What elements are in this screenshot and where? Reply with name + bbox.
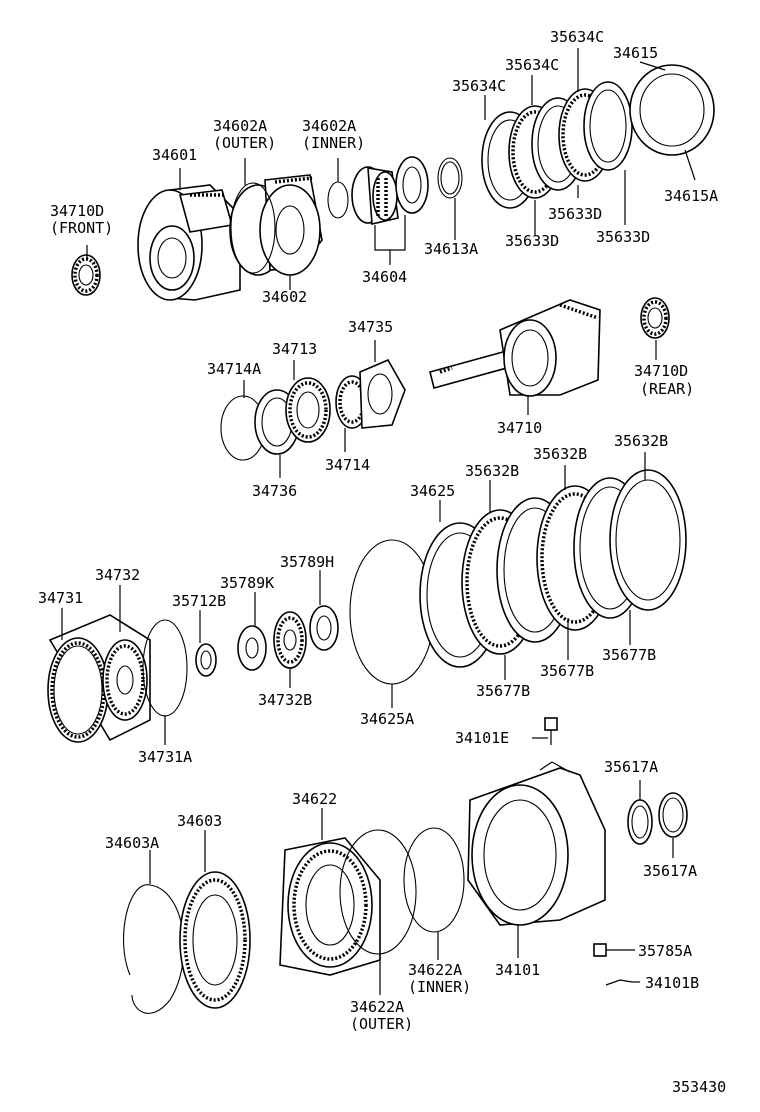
flange-34615: [629, 64, 715, 156]
label-34625a: 34625A: [360, 710, 414, 728]
label-35634c-c: 35634C: [452, 77, 506, 95]
label-34732b: 34732B: [258, 691, 312, 709]
o-ring-outer-34602a: [230, 182, 276, 274]
o-ring-inner-34602a: [327, 181, 349, 219]
label-34603a: 34603A: [105, 834, 159, 852]
thrust-washer-front: [71, 254, 101, 296]
seal-ring-35617a-1: [627, 799, 653, 845]
front-clutch-piston: [229, 174, 323, 276]
label-35712b: 35712B: [172, 592, 226, 610]
carrier-34622: [279, 837, 381, 976]
figure-id: 353430: [672, 1078, 726, 1096]
label-34601: 34601: [152, 146, 197, 164]
return-spring-34604: [351, 166, 399, 225]
label-34736: 34736: [252, 482, 297, 500]
label-34602a-inner-note: (INNER): [302, 134, 365, 152]
clutch-pack-35634c-35633d: [481, 81, 633, 209]
label-34625: 34625: [410, 482, 455, 500]
label-34731a: 34731A: [138, 748, 192, 766]
clutch-plate-34603: [179, 871, 251, 1009]
label-35633d-c: 35633D: [596, 228, 650, 246]
bolt-34101e: [544, 717, 558, 745]
spring-retainer: [395, 156, 429, 214]
label-34602a-outer: 34602A: [213, 117, 267, 135]
label-35789k: 35789K: [220, 574, 274, 592]
gear-34732: [102, 639, 148, 721]
washer-35789h: [309, 605, 339, 651]
label-34602a-inner: 34602A: [302, 117, 356, 135]
label-34622a-inner: 34622A: [408, 961, 462, 979]
label-35677b-c: 35677B: [476, 682, 530, 700]
bearing-34732b: [273, 611, 307, 669]
label-34603: 34603: [177, 812, 222, 830]
label-34710d-rear-note: (REAR): [640, 380, 694, 398]
label-35677b-a: 35677B: [602, 646, 656, 664]
label-35632b-c: 35632B: [465, 462, 519, 480]
clutch-pack-35632b-35677b: [419, 469, 687, 668]
label-35789h: 35789H: [280, 553, 334, 571]
label-34714: 34714: [325, 456, 370, 474]
label-34735: 34735: [348, 318, 393, 336]
label-34622: 34622: [292, 790, 337, 808]
case-34101: [467, 761, 606, 926]
label-34101b: 34101B: [645, 974, 699, 992]
label-34713: 34713: [272, 340, 317, 358]
label-35633d-a: 35633D: [548, 205, 602, 223]
label-34710d-rear: 34710D: [634, 362, 688, 380]
label-34622a-inner-note: (INNER): [408, 978, 471, 996]
label-35634c-b: 35634C: [505, 56, 559, 74]
retainer-34735: [359, 358, 406, 429]
label-34101: 34101: [495, 961, 540, 979]
one-way-clutch-34713: [285, 377, 331, 443]
bushing-35712b: [195, 643, 217, 677]
label-35633d-b: 35633D: [505, 232, 559, 250]
o-ring-outer-34622a: [339, 829, 417, 955]
label-35632b-a: 35632B: [533, 445, 587, 463]
label-35617a-a: 35617A: [604, 758, 658, 776]
pin-34101b: [605, 979, 633, 986]
label-34604: 34604: [362, 268, 407, 286]
label-35785a: 35785A: [638, 942, 692, 960]
snap-ring-34603a: [123, 884, 185, 1014]
label-34602a-outer-note: (OUTER): [213, 134, 276, 152]
label-35632b-b: 35632B: [614, 432, 668, 450]
seal-ring-35617a-2: [658, 792, 688, 838]
label-34710: 34710: [497, 419, 542, 437]
snap-ring-34613a: [437, 157, 463, 199]
o-ring-inner-34622a: [403, 827, 465, 933]
label-34602: 34602: [262, 288, 307, 306]
label-34101e: 34101E: [455, 729, 509, 747]
thrust-washer-rear: [640, 297, 670, 339]
label-34710d-front-note: (FRONT): [50, 219, 113, 237]
plug-35785a: [593, 943, 607, 957]
label-34710d-front: 34710D: [50, 202, 104, 220]
leader-lines: [61, 48, 696, 995]
label-34613a: 34613A: [424, 240, 478, 258]
label-34714a: 34714A: [207, 360, 261, 378]
label-34615: 34615: [613, 44, 658, 62]
label-35634c-a: 35634C: [550, 28, 604, 46]
washer-35789k: [237, 625, 267, 671]
label-35677b-b: 35677B: [540, 662, 594, 680]
label-35617a-b: 35617A: [643, 862, 697, 880]
front-clutch-drum: [137, 184, 241, 301]
label-34731: 34731: [38, 589, 83, 607]
label-34732: 34732: [95, 566, 140, 584]
label-34622a-outer: 34622A: [350, 998, 404, 1016]
input-shaft-34710: [429, 299, 601, 397]
label-34615a: 34615A: [664, 187, 718, 205]
label-34622a-outer-note: (OUTER): [350, 1015, 413, 1033]
